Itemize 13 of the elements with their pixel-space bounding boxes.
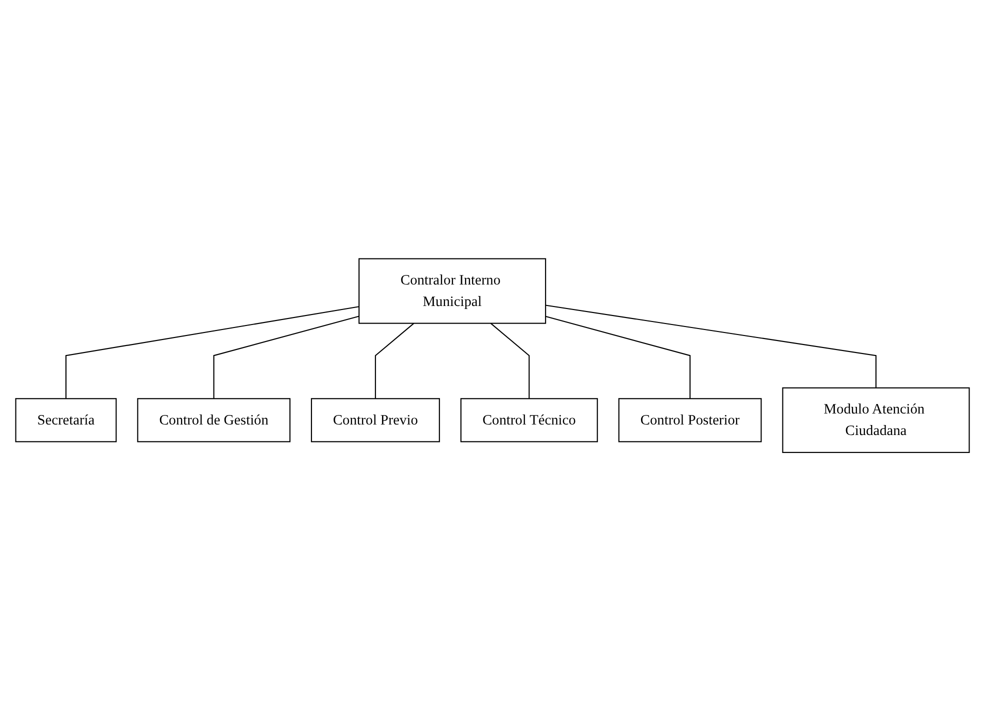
node-box: Secretaría: [15, 398, 117, 442]
node-box: Control de Gestión: [137, 398, 290, 442]
connector: [545, 316, 691, 399]
connector: [65, 306, 360, 399]
node-box: Control Posterior: [618, 398, 762, 442]
node-box: Contralor Interno Municipal: [358, 258, 546, 324]
node-box: Modulo Atención Ciudadana: [782, 387, 970, 453]
node-box: Control Técnico: [460, 398, 598, 442]
node-box: Control Previo: [310, 398, 440, 442]
connector: [213, 316, 360, 399]
connector: [545, 304, 877, 388]
connector: [374, 322, 414, 399]
connector: [490, 322, 530, 399]
